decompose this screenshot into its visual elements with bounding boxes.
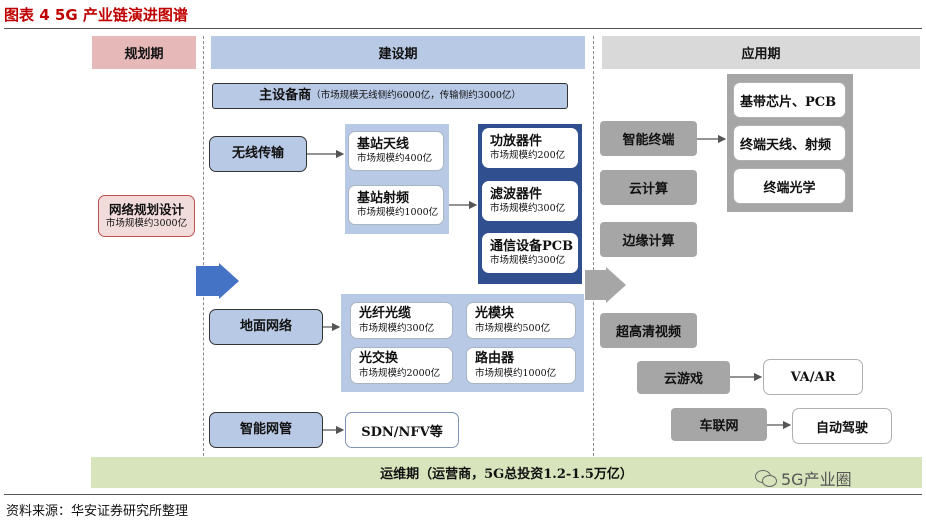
base-station-antenna-sub: 市场规模约400亿 xyxy=(357,153,433,165)
smart-pipe-box: 智能网管 xyxy=(209,412,323,448)
page-title: 图表 4 5G 产业链演进图谱 xyxy=(4,6,188,24)
network-planning-box: 网络规划设计 市场规模约3000亿 xyxy=(98,195,195,237)
app-iov: 车联网 xyxy=(671,408,767,441)
phase-construction-label: 建设期 xyxy=(378,47,418,62)
app-iov-label: 车联网 xyxy=(699,419,739,434)
autonomous-driving-box: 自动驾驶 xyxy=(792,408,892,444)
construction-to-application-arrow xyxy=(585,270,607,300)
app-cloud-gaming: 云游戏 xyxy=(637,361,730,394)
construction-to-application-arrowhead xyxy=(606,267,626,303)
power-amplifier-sub: 市场规模约200亿 xyxy=(490,150,566,162)
wireless-transmission-label: 无线传输 xyxy=(231,145,284,161)
base-station-rf: 基站射频 市场规模约1000亿 xyxy=(348,185,444,225)
network-planning-sub: 市场规模约3000亿 xyxy=(105,217,188,229)
va-ar-label: VA/AR xyxy=(790,369,836,385)
terminal-part-optics-label: 终端光学 xyxy=(763,180,816,196)
optical-module-sub: 市场规模约500亿 xyxy=(475,322,551,334)
optical-switching: 光交换 市场规模约2000亿 xyxy=(350,347,453,384)
app-uhd-video-label: 超高清视频 xyxy=(615,325,681,340)
base-station-rf-sub: 市场规模约1000亿 xyxy=(357,207,439,219)
wechat-icon xyxy=(755,470,777,487)
app-cloud-computing: 云计算 xyxy=(600,170,697,205)
optical-module: 光模块 市场规模约500亿 xyxy=(466,302,576,339)
watermark-text: 5G产业圈 xyxy=(781,470,852,489)
app-edge-computing-label: 边缘计算 xyxy=(622,234,675,249)
terminal-part-optics: 终端光学 xyxy=(733,168,846,204)
va-ar-box: VA/AR xyxy=(763,359,863,395)
sdn-nfv-box: SDN/NFV等 xyxy=(345,412,459,448)
phase-construction: 建设期 xyxy=(211,36,585,69)
filter-device-sub: 市场规模约300亿 xyxy=(490,203,566,215)
terminal-part-baseband: 基带芯片、PCB xyxy=(733,82,846,118)
main-equipment-box: 主设备商 （市场规模无线侧约6000亿，传输侧约3000亿） xyxy=(212,83,568,109)
phase-application: 应用期 xyxy=(602,36,920,69)
app-cloud-computing-label: 云计算 xyxy=(628,182,668,197)
separator-application xyxy=(593,36,594,456)
source-note: 资料来源：华安证券研究所整理 xyxy=(6,504,189,519)
filter-device: 滤波器件 市场规模约300亿 xyxy=(482,181,578,221)
filter-device-label: 滤波器件 xyxy=(490,186,543,202)
router: 路由器 市场规模约1000亿 xyxy=(466,347,576,384)
terminal-part-baseband-label: 基带芯片、PCB xyxy=(740,94,837,110)
app-cloud-gaming-label: 云游戏 xyxy=(663,372,703,387)
planning-to-construction-arrowhead xyxy=(219,263,239,299)
app-smart-terminal: 智能终端 xyxy=(600,121,697,156)
app-edge-computing: 边缘计算 xyxy=(600,222,697,257)
main-equipment-label: 主设备商 xyxy=(259,87,312,103)
footer-rule xyxy=(4,494,922,495)
ground-network-box: 地面网络 xyxy=(209,309,323,345)
network-planning-label: 网络规划设计 xyxy=(108,202,184,218)
optical-module-label: 光模块 xyxy=(475,306,515,322)
operations-bar: 运维期（运营商，5G总投资1.2-1.5万亿） xyxy=(91,457,922,488)
power-amplifier-label: 功放器件 xyxy=(490,133,543,149)
comm-pcb-label: 通信设备PCB xyxy=(490,238,574,254)
sdn-nfv-label: SDN/NFV等 xyxy=(361,424,443,440)
phase-application-label: 应用期 xyxy=(741,47,781,62)
phase-planning-label: 规划期 xyxy=(124,47,164,62)
base-station-rf-label: 基站射频 xyxy=(357,190,410,206)
optical-fiber-sub: 市场规模约300亿 xyxy=(359,322,435,334)
optical-switching-label: 光交换 xyxy=(359,351,399,367)
autonomous-driving-label: 自动驾驶 xyxy=(815,420,868,436)
power-amplifier: 功放器件 市场规模约200亿 xyxy=(482,128,578,168)
base-station-antenna: 基站天线 市场规模约400亿 xyxy=(348,131,444,171)
terminal-part-antenna-label: 终端天线、射频 xyxy=(740,137,832,153)
separator-planning xyxy=(203,36,204,456)
ground-network-label: 地面网络 xyxy=(239,318,292,334)
operations-label: 运维期（运营商，5G总投资1.2-1.5万亿） xyxy=(380,467,633,482)
app-smart-terminal-label: 智能终端 xyxy=(622,133,675,148)
watermark: 5G产业圈 xyxy=(755,466,852,490)
smart-pipe-label: 智能网管 xyxy=(239,421,292,437)
optical-switching-sub: 市场规模约2000亿 xyxy=(359,367,441,379)
title-rule xyxy=(4,28,922,29)
router-sub: 市场规模约1000亿 xyxy=(475,367,557,379)
base-station-antenna-label: 基站天线 xyxy=(357,136,410,152)
main-equipment-note: （市场规模无线侧约6000亿，传输侧约3000亿） xyxy=(311,90,521,102)
comm-pcb-sub: 市场规模约300亿 xyxy=(490,255,566,267)
terminal-part-antenna: 终端天线、射频 xyxy=(733,125,846,161)
app-uhd-video: 超高清视频 xyxy=(600,313,697,348)
planning-to-construction-arrow xyxy=(196,266,220,296)
optical-fiber-label: 光纤光缆 xyxy=(359,306,412,322)
phase-planning: 规划期 xyxy=(92,36,196,69)
router-label: 路由器 xyxy=(475,351,515,367)
wireless-transmission-box: 无线传输 xyxy=(209,136,307,172)
comm-pcb: 通信设备PCB 市场规模约300亿 xyxy=(482,233,578,273)
optical-fiber: 光纤光缆 市场规模约300亿 xyxy=(350,302,453,339)
